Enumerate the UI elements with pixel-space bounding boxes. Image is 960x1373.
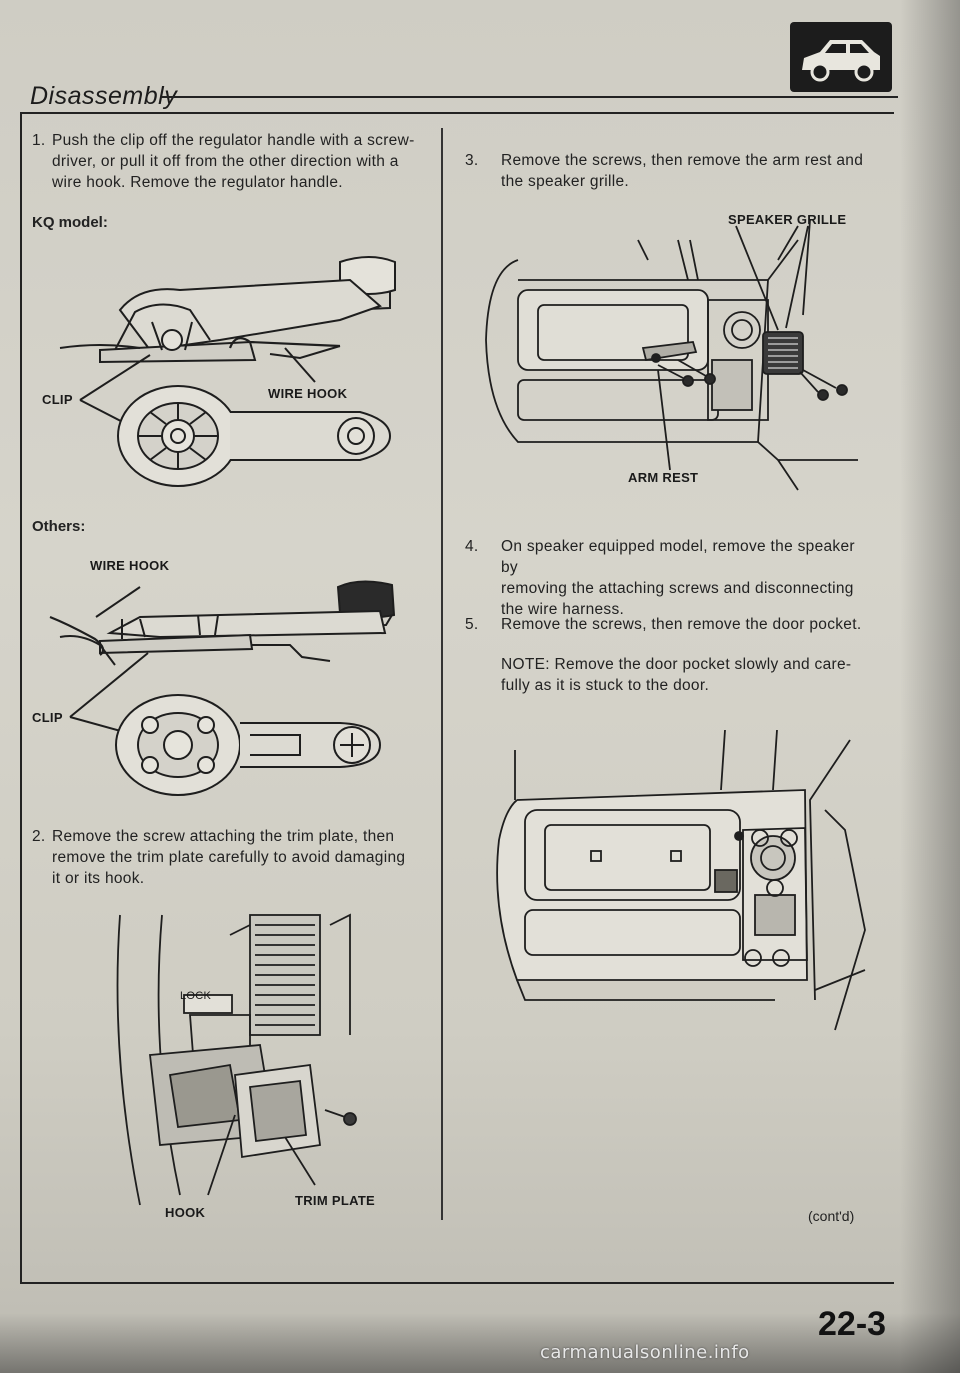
step-line: On speaker equipped model, remove the sp… <box>501 538 855 576</box>
section-title: Disassembly <box>30 82 178 110</box>
kq-regulator-handle-figure <box>59 256 396 487</box>
step-line: Push the clip off the regulator handle w… <box>52 132 415 149</box>
callout-speaker-grille: SPEAKER GRILLE <box>728 212 847 227</box>
page-number: 22-3 <box>818 1305 886 1344</box>
step-line: it or its hook. <box>52 870 145 887</box>
watermark: carmanualsonline.info <box>540 1342 750 1363</box>
step-number: 4. <box>465 538 479 555</box>
others-label: Others: <box>32 518 86 535</box>
callout-wire-hook-2: WIRE HOOK <box>90 558 170 573</box>
step-number: 1. <box>32 132 46 149</box>
callout-hook: HOOK <box>165 1205 206 1220</box>
step-line: the speaker grille. <box>501 173 630 190</box>
step-line: Remove the screws, then remove the door … <box>501 616 862 633</box>
others-regulator-handle-figure <box>49 580 396 796</box>
step-line: wire hook. Remove the regulator handle. <box>52 174 343 191</box>
kq-model-label: KQ model: <box>32 214 108 231</box>
step-number: 3. <box>465 152 479 169</box>
note-line: NOTE: Remove the door pocket slowly and … <box>501 656 852 673</box>
callout-arm-rest: ARM REST <box>628 470 699 485</box>
arm-rest-speaker-grille-figure <box>485 220 858 491</box>
car-body-icon <box>790 22 892 92</box>
continued-label: (cont'd) <box>808 1208 855 1224</box>
title-rule <box>162 96 898 98</box>
step-line: removing the attaching screws and discon… <box>501 580 854 597</box>
step-line: driver, or pull it off from the other di… <box>52 153 399 170</box>
door-pocket-figure <box>496 730 866 1031</box>
step-line: Remove the screws, then remove the arm r… <box>501 152 864 169</box>
callout-wire-hook: WIRE HOOK <box>268 386 348 401</box>
step-line: Remove the screw attaching the trim plat… <box>52 828 395 845</box>
lock-label: LOCK <box>180 990 212 1002</box>
callout-clip-2: CLIP <box>32 710 63 725</box>
callout-trim-plate: TRIM PLATE <box>295 1193 376 1208</box>
trim-plate-figure <box>116 913 357 1206</box>
callout-clip: CLIP <box>42 392 73 407</box>
column-divider <box>441 128 443 1220</box>
frame-top-line <box>20 112 894 114</box>
step-number: 2. <box>32 828 46 845</box>
step-line: the wire harness. <box>501 601 625 618</box>
frame-bottom-line <box>20 1282 894 1284</box>
step-number: 5. <box>465 616 479 633</box>
note: NOTE: Remove the door pocket slowly and … <box>501 654 881 696</box>
note-line: fully as it is stuck to the door. <box>501 677 710 694</box>
page-edge-shadow <box>900 0 960 1373</box>
step-line: remove the trim plate carefully to avoid… <box>52 849 406 866</box>
frame-left-line <box>20 112 22 1282</box>
page-bottom-shadow <box>0 1313 960 1373</box>
